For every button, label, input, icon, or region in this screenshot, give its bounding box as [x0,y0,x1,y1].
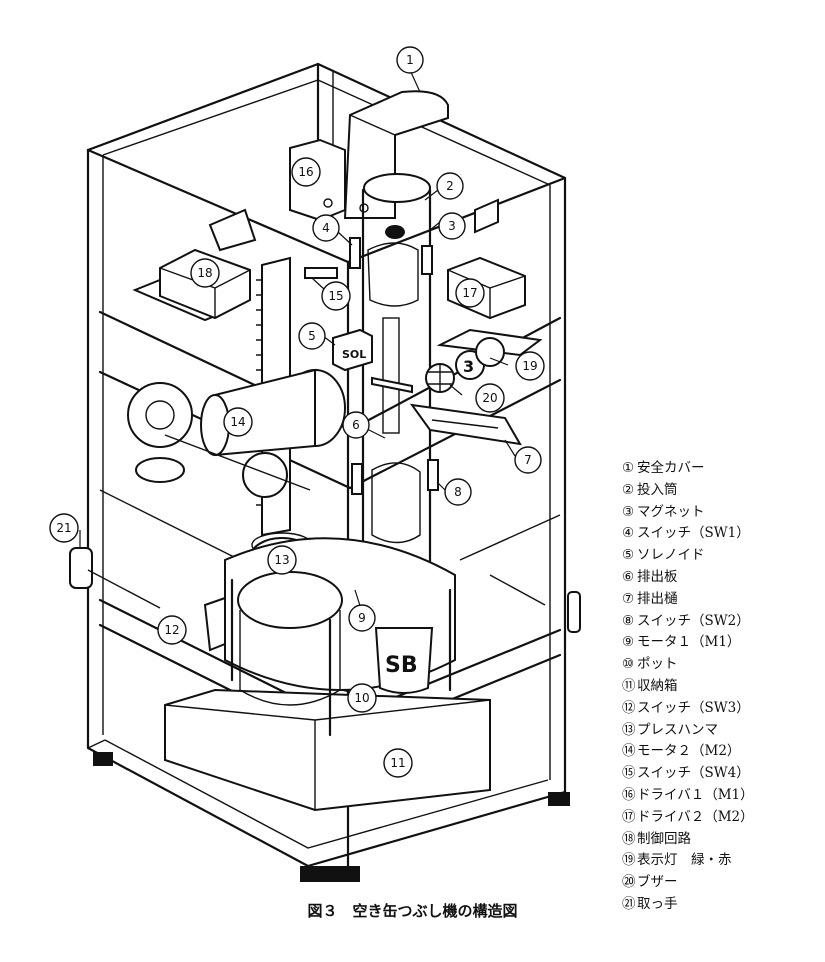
callout-8: 8 [444,478,472,506]
callout-9: 9 [348,604,376,632]
svg-text:17: 17 [462,286,477,300]
solenoid-mark: SOL [342,348,366,361]
callout-21: 21 [49,513,79,543]
svg-text:5: 5 [308,329,316,343]
callout-17: 17 [455,278,485,308]
indicator-lamps: 3 [455,337,505,380]
svg-text:9: 9 [358,611,366,625]
svg-text:4: 4 [322,221,330,235]
callout-14: 14 [223,407,253,437]
callout-20: 20 [475,383,505,413]
svg-text:19: 19 [522,359,537,373]
callout-1: 1 [396,46,424,74]
svg-text:14: 14 [230,415,245,429]
svg-text:6: 6 [352,418,360,432]
svg-text:12: 12 [164,623,179,637]
svg-text:11: 11 [390,756,405,770]
callout-16: 16 [291,157,321,187]
callout-7: 7 [514,446,542,474]
svg-text:8: 8 [454,485,462,499]
svg-text:7: 7 [524,453,532,467]
svg-text:13: 13 [274,553,289,567]
svg-text:21: 21 [56,521,71,535]
svg-text:1: 1 [406,53,414,67]
pot: SB [224,537,456,737]
svg-text:3: 3 [448,219,456,233]
callout-11: 11 [383,748,413,778]
can-mark: SB [385,653,418,678]
callout-6: 6 [342,411,370,439]
callout-5: 5 [298,322,326,350]
svg-text:10: 10 [354,691,369,705]
storage-box [164,688,491,812]
switches [203,237,439,652]
callout-19: 19 [515,351,545,381]
callout-12: 12 [157,615,187,645]
svg-text:15: 15 [328,289,343,303]
callout-15: 15 [321,281,351,311]
svg-text:20: 20 [482,391,497,405]
callout-10: 10 [347,683,377,713]
svg-text:2: 2 [446,179,454,193]
figure-caption: 図３ 空き缶つぶし機の構造図 [307,902,518,920]
discharge-chute [409,403,522,446]
handle [69,547,581,633]
callout-18: 18 [190,258,220,288]
callout-2: 2 [436,172,464,200]
svg-text:18: 18 [197,266,212,280]
callout-3: 3 [438,212,466,240]
solenoid: SOL [332,328,413,394]
callout-4: 4 [312,214,340,242]
buzzer [425,363,455,393]
lamp-mark: 3 [463,357,474,376]
svg-text:16: 16 [298,165,313,179]
callout-13: 13 [267,545,297,575]
